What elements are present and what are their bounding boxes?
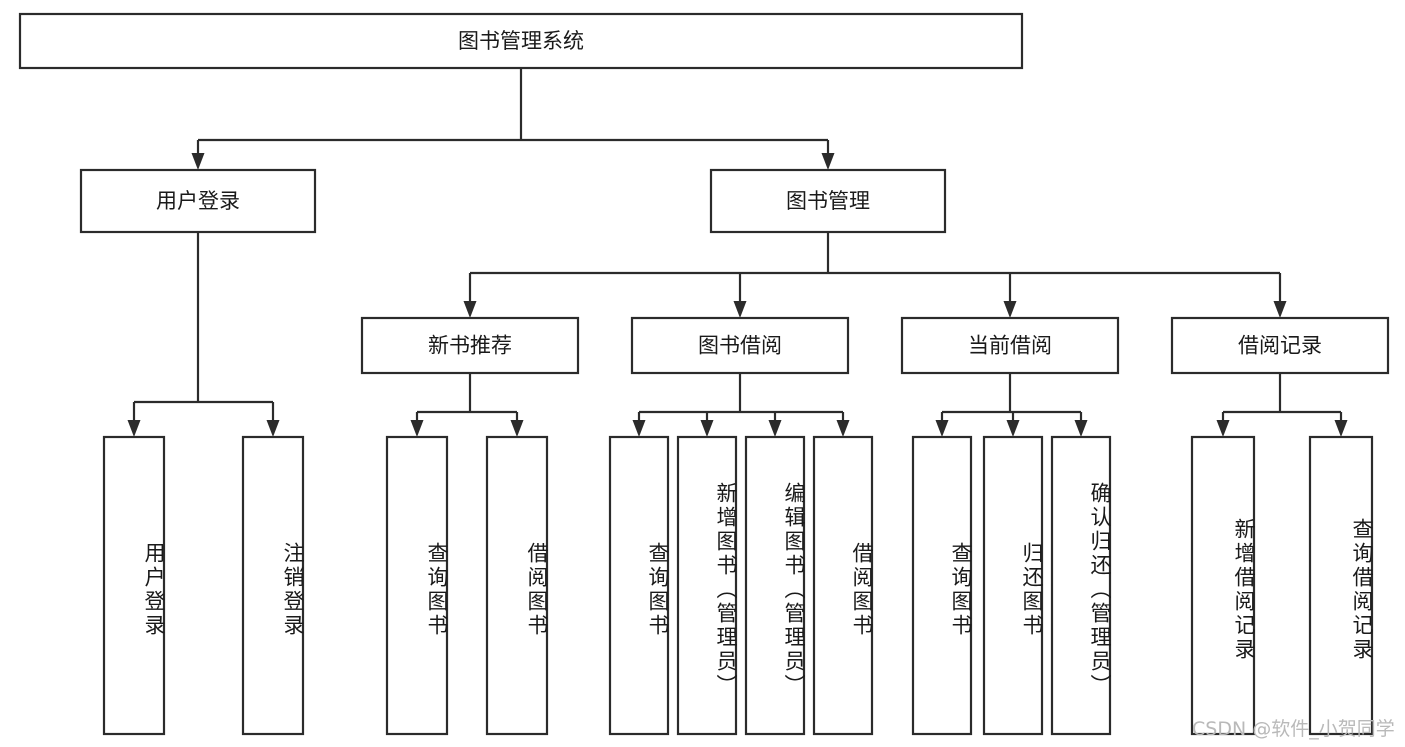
node-label-borrow-record: 借阅记录 xyxy=(1238,334,1322,358)
node-book-borrow[interactable] xyxy=(630,316,850,375)
connector-lines xyxy=(127,68,1348,437)
node-leaf-edit-book[interactable] xyxy=(744,435,806,736)
leaves-of-user-login-branch-0-arrowhead xyxy=(127,420,141,437)
book-manage-to-level3-branch-3-arrowhead xyxy=(1273,301,1287,318)
node-leaf-query-book-2[interactable] xyxy=(608,435,670,736)
leaves-of-book-borrow-branch-0-arrowhead xyxy=(632,420,646,437)
node-leaf-borrow-book-2[interactable] xyxy=(812,435,874,736)
node-current-borrow[interactable] xyxy=(900,316,1120,375)
leaves-of-book-borrow-branch-3-arrowhead xyxy=(836,420,850,437)
node-leaf-add-book[interactable] xyxy=(676,435,738,736)
node-label-new-book-rec: 新书推荐 xyxy=(428,334,512,358)
book-manage-to-level3-branch-0-arrowhead xyxy=(463,301,477,318)
node-leaf-user-login[interactable] xyxy=(102,435,166,736)
node-leaf-query-book-1[interactable] xyxy=(385,435,449,736)
node-boxes xyxy=(18,12,1390,736)
node-label-book-borrow: 图书借阅 xyxy=(698,334,782,358)
node-book-manage[interactable] xyxy=(709,168,947,234)
leaves-of-current-borrow-branch-2-arrowhead xyxy=(1074,420,1088,437)
node-root[interactable] xyxy=(18,12,1024,70)
node-label-current-borrow: 当前借阅 xyxy=(968,334,1052,358)
node-leaf-add-record[interactable] xyxy=(1190,435,1256,736)
leaves-of-current-borrow-branch-1-arrowhead xyxy=(1006,420,1020,437)
leaves-of-new-book-rec-branch-1-arrowhead xyxy=(510,420,524,437)
node-leaf-query-record[interactable] xyxy=(1308,435,1374,736)
node-leaf-confirm-return[interactable] xyxy=(1050,435,1112,736)
node-new-book-rec[interactable] xyxy=(360,316,580,375)
node-borrow-record[interactable] xyxy=(1170,316,1390,375)
leaves-of-borrow-record-branch-0-arrowhead xyxy=(1216,420,1230,437)
node-leaf-user-logout[interactable] xyxy=(241,435,305,736)
node-label-user-login: 用户登录 xyxy=(156,189,240,213)
leaves-of-new-book-rec-branch-0-arrowhead xyxy=(410,420,424,437)
watermark-text: CSDN @软件_小贺同学 xyxy=(1192,718,1395,740)
leaves-of-user-login-branch-1-arrowhead xyxy=(266,420,280,437)
root-to-level2-branch-1-arrowhead xyxy=(821,153,835,170)
leaves-of-book-borrow-branch-2-arrowhead xyxy=(768,420,782,437)
node-label-book-manage: 图书管理 xyxy=(786,189,870,213)
node-user-login[interactable] xyxy=(79,168,317,234)
book-manage-to-level3-branch-1-arrowhead xyxy=(733,301,747,318)
leaves-of-borrow-record-branch-1-arrowhead xyxy=(1334,420,1348,437)
node-label-root: 图书管理系统 xyxy=(458,29,584,53)
book-manage-to-level3-branch-2-arrowhead xyxy=(1003,301,1017,318)
node-leaf-borrow-book-1[interactable] xyxy=(485,435,549,736)
leaves-of-book-borrow-branch-1-arrowhead xyxy=(700,420,714,437)
leaves-of-current-borrow-branch-0-arrowhead xyxy=(935,420,949,437)
node-leaf-return-book[interactable] xyxy=(982,435,1044,736)
root-to-level2-branch-0-arrowhead xyxy=(191,153,205,170)
node-leaf-query-book-3[interactable] xyxy=(911,435,973,736)
